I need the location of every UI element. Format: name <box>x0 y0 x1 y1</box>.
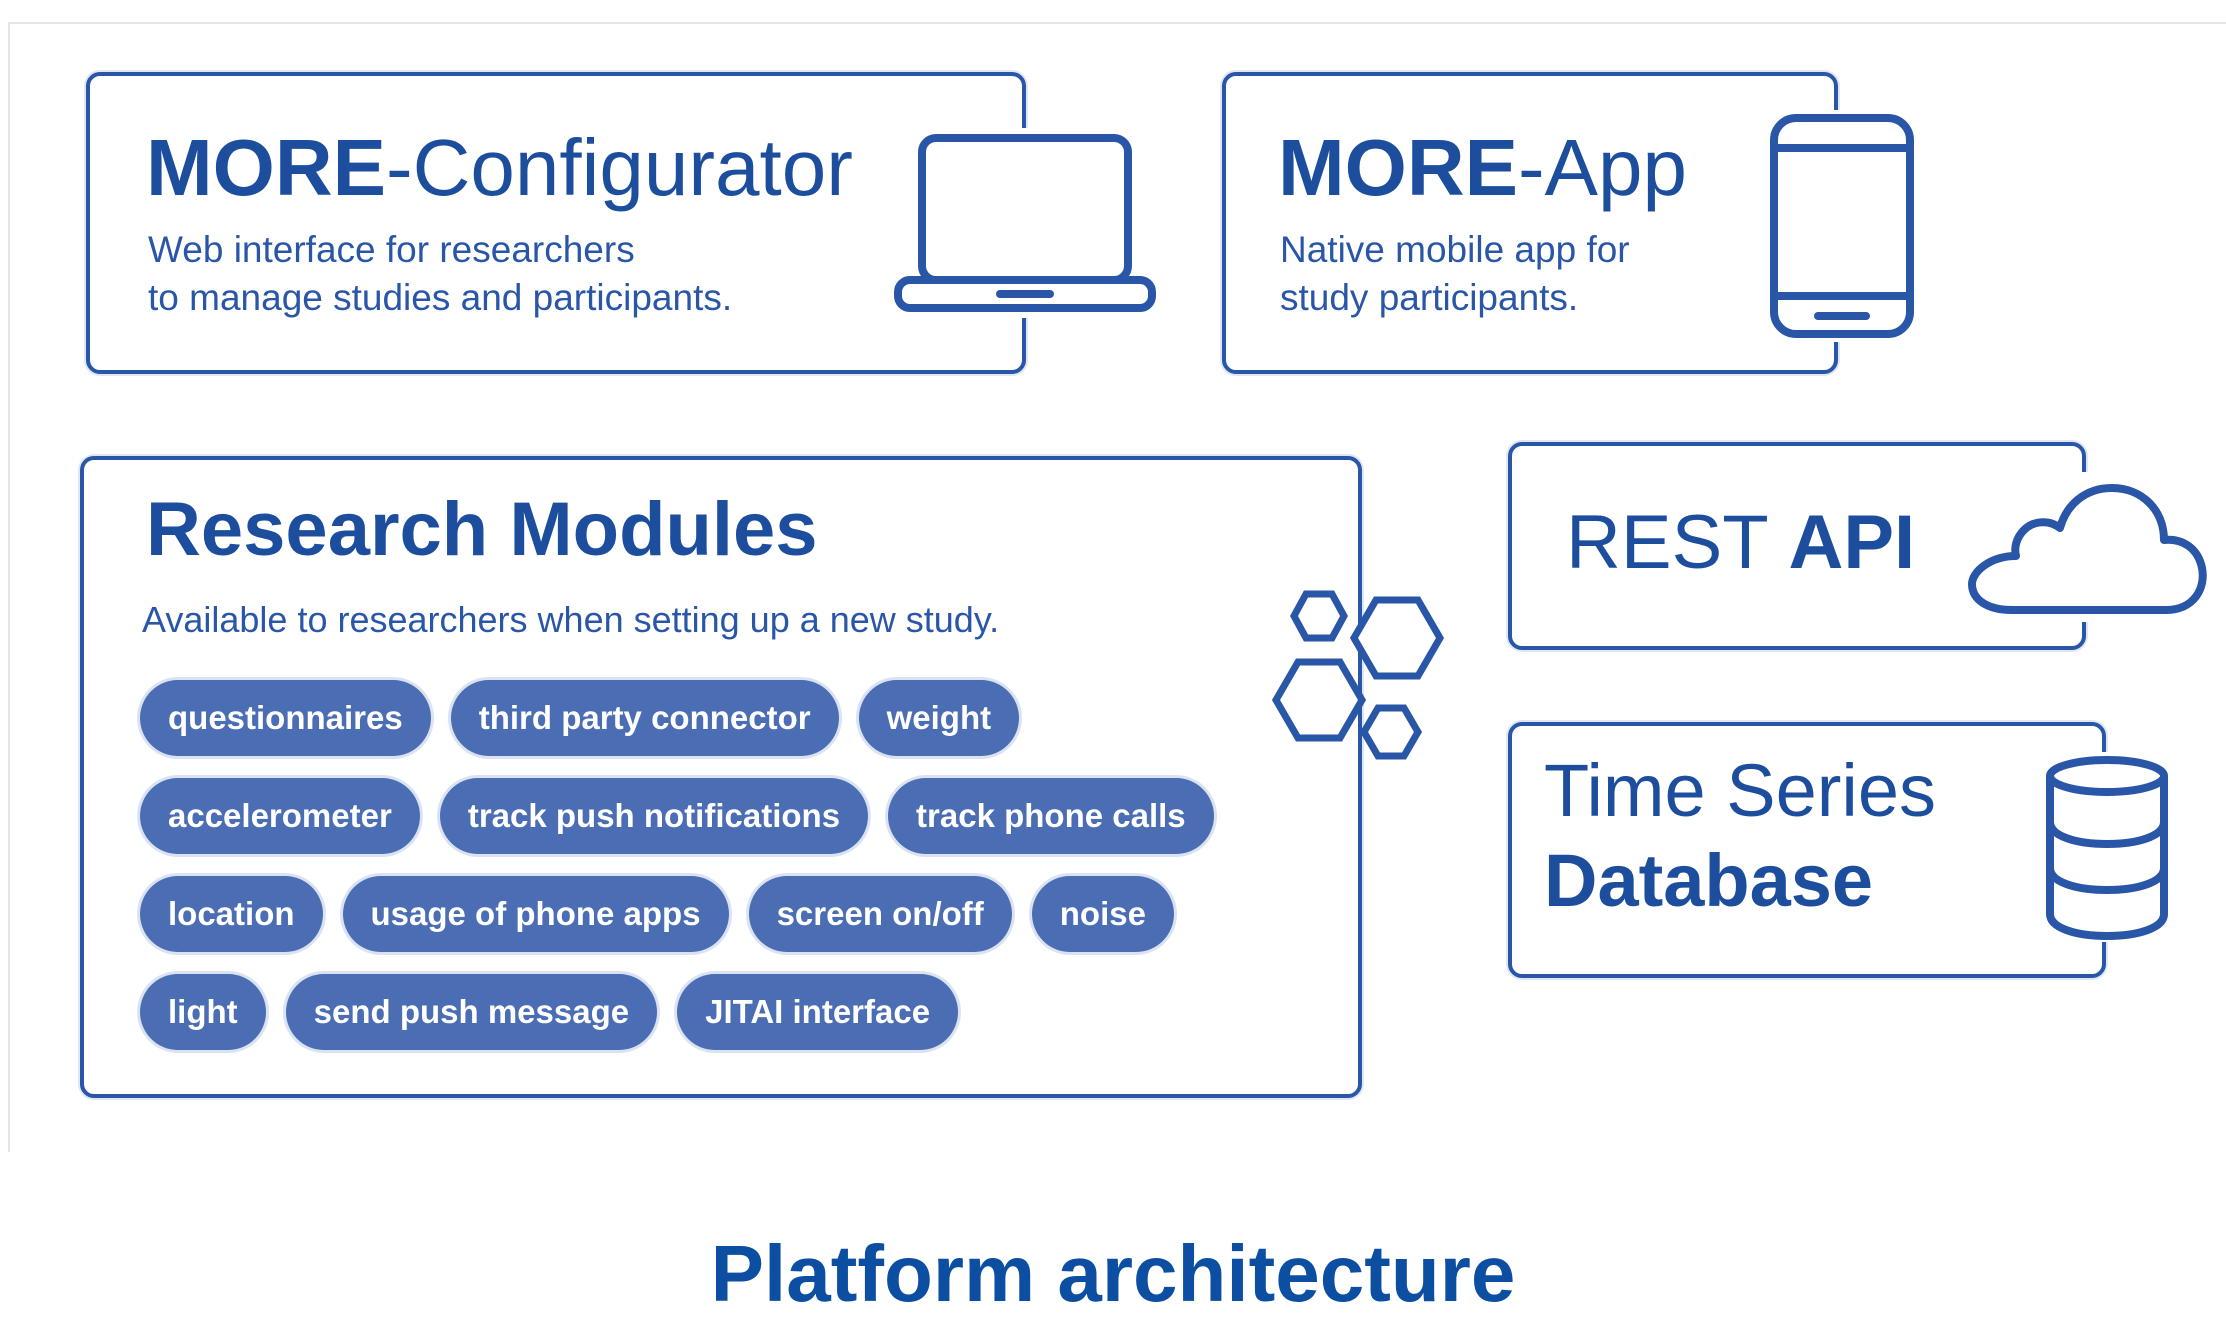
laptop-icon <box>890 128 1160 318</box>
module-chip-light: light <box>140 974 266 1050</box>
database-title-line-1: Time Series <box>1544 749 1937 832</box>
module-chip-row: accelerometer track push notifications t… <box>140 778 1214 854</box>
app-description-line-1: Native mobile app for <box>1280 229 1630 270</box>
module-chip-send-push-message: send push message <box>285 974 658 1050</box>
module-chip-questionnaires: questionnaires <box>140 680 431 756</box>
module-chip-usage-of-phone-apps: usage of phone apps <box>342 876 729 952</box>
module-chip-track-phone-calls: track phone calls <box>888 778 1214 854</box>
configurator-description-line-2: to manage studies and participants. <box>148 277 733 318</box>
app-title-regular: -App <box>1518 123 1687 212</box>
app-description-line-2: study participants. <box>1280 277 1579 318</box>
smartphone-icon <box>1764 110 1920 342</box>
rest-api-title: REST API <box>1566 498 1915 588</box>
module-chip-track-push-notifications: track push notifications <box>439 778 869 854</box>
research-modules-description: Available to researchers when setting up… <box>142 599 1000 640</box>
module-chip-location: location <box>140 876 323 952</box>
configurator-title-bold: MORE <box>146 123 386 212</box>
cloud-icon <box>1960 472 2210 622</box>
module-chip-noise: noise <box>1031 876 1174 952</box>
configurator-title: MORE-Configurator <box>146 120 853 216</box>
module-chip-grid: questionnaires third party connector wei… <box>140 680 1214 1072</box>
module-chip-row: light send push message JITAI interface <box>140 974 1214 1050</box>
module-chip-third-party-connector: third party connector <box>450 680 839 756</box>
module-chip-jitai-interface: JITAI interface <box>677 974 959 1050</box>
app-title: MORE-App <box>1278 120 1687 216</box>
module-chip-row: questionnaires third party connector wei… <box>140 680 1214 756</box>
module-chip-accelerometer: accelerometer <box>140 778 420 854</box>
rest-api-title-regular: REST <box>1566 500 1789 585</box>
rest-api-title-bold: API <box>1788 500 1916 585</box>
configurator-title-regular: -Configurator <box>386 123 853 212</box>
configurator-description-line-1: Web interface for researchers <box>148 229 635 270</box>
database-title: Time Series Database <box>1544 746 1936 926</box>
module-chip-weight: weight <box>858 680 1020 756</box>
module-chip-row: location usage of phone apps screen on/o… <box>140 876 1214 952</box>
module-chip-screen-on-off: screen on/off <box>748 876 1012 952</box>
app-box <box>1222 72 1838 374</box>
database-icon <box>2042 752 2172 942</box>
app-description: Native mobile app for study participants… <box>1280 226 1630 322</box>
figure-caption: Platform architecture <box>710 1229 1516 1318</box>
app-title-bold: MORE <box>1278 123 1518 212</box>
database-title-line-2: Database <box>1544 839 1874 922</box>
configurator-description: Web interface for researchers to manage … <box>148 226 732 322</box>
research-modules-title: Research Modules <box>146 487 818 572</box>
configurator-box <box>86 72 1026 374</box>
figure-frame <box>8 22 2226 1152</box>
hexagons-icon <box>1268 590 1478 780</box>
